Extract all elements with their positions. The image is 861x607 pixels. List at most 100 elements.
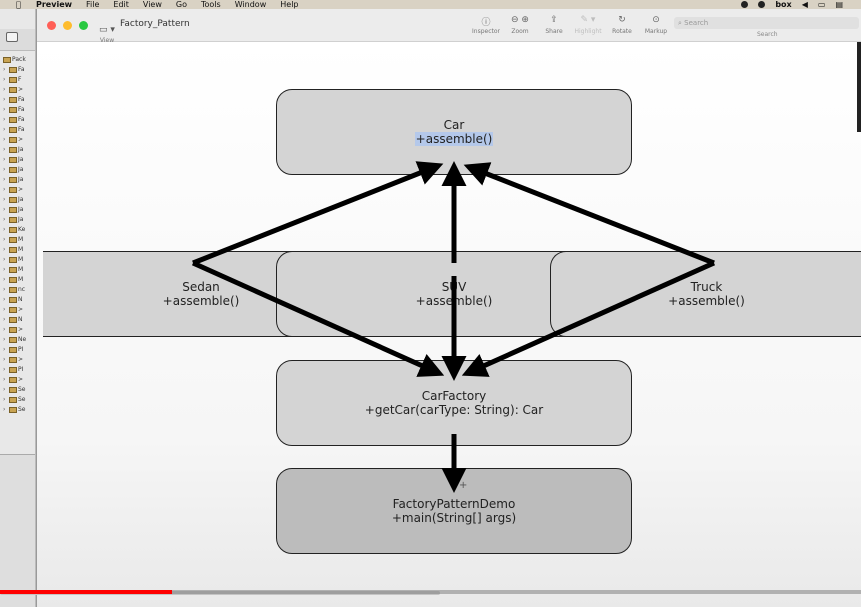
video-progress-track[interactable] xyxy=(0,590,861,594)
chevron-right-icon[interactable]: › xyxy=(3,136,6,143)
ide-tree-item[interactable]: ›Ja xyxy=(0,215,35,225)
chevron-right-icon[interactable]: › xyxy=(3,166,6,173)
chevron-right-icon[interactable]: › xyxy=(3,326,6,333)
toolbar-markup-button[interactable]: ⊙Markup xyxy=(639,15,673,35)
ide-tree-item[interactable]: ›> xyxy=(0,375,35,385)
chevron-right-icon[interactable]: › xyxy=(3,146,6,153)
menu-edit[interactable]: Edit xyxy=(113,0,129,9)
chevron-right-icon[interactable]: › xyxy=(3,96,6,103)
chevron-right-icon[interactable]: › xyxy=(3,276,6,283)
ide-tree-item[interactable]: ›> xyxy=(0,185,35,195)
globe-icon[interactable] xyxy=(741,1,749,8)
zoom-window-button[interactable] xyxy=(79,21,88,30)
close-button[interactable] xyxy=(47,21,56,30)
menu-file[interactable]: File xyxy=(86,0,100,9)
control-center-icon[interactable]: ▤ xyxy=(835,0,843,9)
ide-tree-item[interactable]: ›M xyxy=(0,255,35,265)
battery-icon[interactable]: ▭ xyxy=(817,0,826,9)
ide-tree-item[interactable]: ›Ne xyxy=(0,335,35,345)
ide-tree-item[interactable]: ›Ja xyxy=(0,145,35,155)
chevron-right-icon[interactable]: › xyxy=(3,236,6,243)
chevron-right-icon[interactable]: › xyxy=(3,106,6,113)
chevron-right-icon[interactable]: › xyxy=(3,196,6,203)
ide-tree-item[interactable]: ›Ke xyxy=(0,225,35,235)
chevron-right-icon[interactable]: › xyxy=(3,256,6,263)
ide-tree-item[interactable]: ›M xyxy=(0,235,35,245)
ide-view-icon[interactable] xyxy=(6,32,18,42)
volume-icon[interactable]: ◀︎ xyxy=(801,0,808,9)
chevron-right-icon[interactable]: › xyxy=(3,366,6,373)
ide-tree-item[interactable]: ›Ja xyxy=(0,175,35,185)
ide-tree-item[interactable]: ›M xyxy=(0,265,35,275)
ide-tree-item[interactable]: ›Ja xyxy=(0,165,35,175)
ide-tree-root[interactable]: Pack xyxy=(0,55,35,65)
ide-tree-item[interactable]: ›PI xyxy=(0,365,35,375)
chevron-right-icon[interactable]: › xyxy=(3,186,6,193)
chevron-right-icon[interactable]: › xyxy=(3,156,6,163)
chevron-right-icon[interactable]: › xyxy=(3,86,6,93)
chevron-right-icon[interactable]: › xyxy=(3,376,6,383)
ide-tree-item[interactable]: ›Ja xyxy=(0,155,35,165)
ide-tree-item[interactable]: ›> xyxy=(0,355,35,365)
ide-tree-item[interactable]: ›PI xyxy=(0,345,35,355)
ide-tree-item[interactable]: ›> xyxy=(0,325,35,335)
ide-tree-item[interactable]: ›> xyxy=(0,85,35,95)
chevron-right-icon[interactable]: › xyxy=(3,176,6,183)
ide-tree-item[interactable]: ›Ja xyxy=(0,195,35,205)
ide-tree-item[interactable]: ›M xyxy=(0,275,35,285)
ide-tree-item[interactable]: ›N xyxy=(0,295,35,305)
ide-tree-item[interactable]: ›N xyxy=(0,315,35,325)
chevron-right-icon[interactable]: › xyxy=(3,336,6,343)
apple-icon[interactable]:  xyxy=(16,0,21,9)
menu-preview[interactable]: Preview xyxy=(36,0,73,9)
ide-tree-item[interactable]: ›F xyxy=(0,75,35,85)
toolbar-zoom-button[interactable]: ⊖ ⊕Zoom xyxy=(503,15,537,35)
chevron-right-icon[interactable]: › xyxy=(3,226,6,233)
chevron-right-icon[interactable]: › xyxy=(3,76,6,83)
box-icon[interactable]: box xyxy=(775,0,792,9)
chevron-right-icon[interactable]: › xyxy=(3,356,6,363)
ide-tree-item[interactable]: ›Se xyxy=(0,395,35,405)
chevron-right-icon[interactable]: › xyxy=(3,396,6,403)
ide-tree-item[interactable]: ›Ja xyxy=(0,205,35,215)
chevron-right-icon[interactable]: › xyxy=(3,216,6,223)
ide-tree-item[interactable]: ›> xyxy=(0,135,35,145)
ide-tree-item[interactable]: ›Se xyxy=(0,385,35,395)
chevron-right-icon[interactable]: › xyxy=(3,296,6,303)
chevron-right-icon[interactable]: › xyxy=(3,406,6,413)
menu-tools[interactable]: Tools xyxy=(200,0,221,9)
ide-tree-item[interactable]: ›Fa xyxy=(0,125,35,135)
menu-window[interactable]: Window xyxy=(234,0,267,9)
ide-tree-item[interactable]: ›Fa xyxy=(0,65,35,75)
toolbar-rotate-button[interactable]: ↻Rotate xyxy=(605,15,639,35)
chevron-right-icon[interactable]: › xyxy=(3,116,6,123)
menu-help[interactable]: Help xyxy=(280,0,299,9)
video-progress-fill[interactable] xyxy=(0,590,173,594)
chevron-right-icon[interactable]: › xyxy=(3,206,6,213)
ide-tree-item[interactable]: ›Fa xyxy=(0,95,35,105)
ide-tree-item[interactable]: ›Fa xyxy=(0,115,35,125)
ide-tree-item[interactable]: ›> xyxy=(0,305,35,315)
ide-tree-item[interactable]: ›nc xyxy=(0,285,35,295)
menu-view[interactable]: View xyxy=(142,0,162,9)
ide-tree-item[interactable]: ›M xyxy=(0,245,35,255)
search-input[interactable]: ⌕ Search xyxy=(674,17,859,29)
chevron-right-icon[interactable]: › xyxy=(3,266,6,273)
ide-tree-item[interactable]: ›Fa xyxy=(0,105,35,115)
chevron-right-icon[interactable]: › xyxy=(3,316,6,323)
settings-icon[interactable] xyxy=(758,1,766,8)
chevron-right-icon[interactable]: › xyxy=(3,306,6,313)
chevron-right-icon[interactable]: › xyxy=(3,286,6,293)
chevron-right-icon[interactable]: › xyxy=(3,66,6,73)
minimize-button[interactable] xyxy=(63,21,72,30)
ide-tree-item[interactable]: ›Se xyxy=(0,405,35,415)
chevron-right-icon[interactable]: › xyxy=(3,126,6,133)
chevron-right-icon[interactable]: › xyxy=(3,346,6,353)
chevron-right-icon[interactable]: › xyxy=(3,246,6,253)
toolbar-share-button[interactable]: ⇪Share xyxy=(537,15,571,35)
project-icon xyxy=(9,276,17,283)
chevron-right-icon[interactable]: › xyxy=(3,386,6,393)
menu-go[interactable]: Go xyxy=(175,0,187,9)
view-button[interactable]: ▭ ▾ View xyxy=(92,17,122,44)
